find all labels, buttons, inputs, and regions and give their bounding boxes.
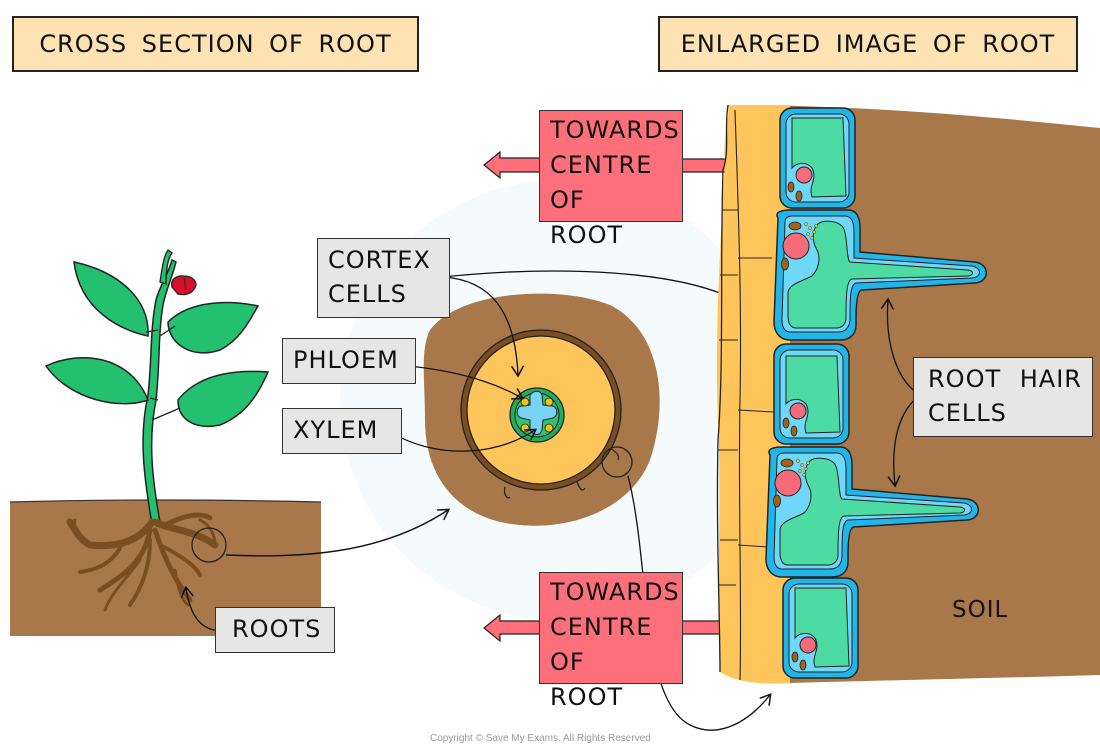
root-hair-zoom-circle: [601, 446, 633, 478]
label-roots: ROOTS: [215, 607, 335, 653]
flower-bud: [170, 275, 197, 296]
leaf-top-left: [73, 261, 149, 337]
arrow-root-hair-up: [880, 297, 921, 396]
label-phloem-text: PHLOEM: [293, 346, 399, 374]
arrow-root-to-cross-section: [225, 508, 451, 557]
arrow-phloem: [407, 365, 525, 400]
phloem-dot: [520, 397, 530, 407]
label-root-hair-line2: CELLS: [928, 399, 1007, 427]
towards-line: TOWARDS: [550, 578, 680, 606]
label-phloem: PHLOEM: [282, 338, 416, 384]
stem: [142, 258, 177, 527]
title-enlarged-image: ENLARGED IMAGE OF ROOT: [658, 16, 1078, 72]
root-cross-section: [423, 293, 660, 526]
label-roots-text: ROOTS: [232, 615, 322, 643]
label-xylem: XYLEM: [282, 408, 402, 454]
title-cross-section: CROSS SECTION OF ROOT: [12, 16, 419, 72]
label-root-hair-line1: ROOT HAIR: [928, 365, 1082, 393]
phloem-dot: [544, 423, 554, 433]
soil-block: [9, 499, 322, 636]
title-enlarged-image-text: ENLARGED IMAGE OF ROOT: [680, 30, 1056, 58]
towards-centre-box-top: TOWARDS CENTRE OF ROOT: [539, 110, 683, 249]
arrow-cross-section-to-enlarged: [627, 475, 772, 731]
label-soil: SOIL: [952, 597, 1009, 623]
root-cell: [773, 343, 850, 445]
phloem-dot: [520, 423, 530, 433]
root-hair-cell: [765, 446, 979, 578]
xylem-cross: [516, 390, 558, 435]
root-zoom-circle: [191, 527, 227, 563]
plant: [44, 249, 270, 527]
centre-line: CENTRE: [550, 613, 653, 641]
leaf-top-right: [167, 301, 260, 354]
arrow-xylem: [393, 428, 538, 452]
of-root-line: OF ROOT: [550, 648, 624, 711]
towards-centre-box-bottom: TOWARDS CENTRE OF ROOT: [539, 572, 683, 711]
phloem-dot: [544, 397, 554, 407]
label-cortex-line1: CORTEX: [328, 246, 431, 274]
arrow-cortex-to-enlarged: [442, 270, 743, 304]
roots-drawing: [66, 512, 227, 612]
copyright-notice: Copyright © Save My Exams. All Rights Re…: [430, 733, 651, 744]
label-cortex-line2: CELLS: [328, 280, 407, 308]
towards-line: TOWARDS: [550, 116, 680, 144]
leaf-mid-right: [177, 370, 270, 427]
root-hair-cell: [773, 209, 987, 341]
label-xylem-text: XYLEM: [293, 416, 379, 444]
root-cell: [782, 577, 859, 679]
label-root-hair-cells: ROOT HAIR CELLS: [913, 357, 1093, 437]
of-root-line: OF ROOT: [550, 186, 624, 249]
label-cortex-cells: CORTEX CELLS: [317, 238, 450, 318]
title-cross-section-text: CROSS SECTION OF ROOT: [39, 30, 392, 58]
leaf-mid-left: [44, 356, 149, 405]
root-cell: [779, 107, 856, 209]
centre-line: CENTRE: [550, 151, 653, 179]
arrow-cortex-to-cross-section: [442, 276, 525, 378]
